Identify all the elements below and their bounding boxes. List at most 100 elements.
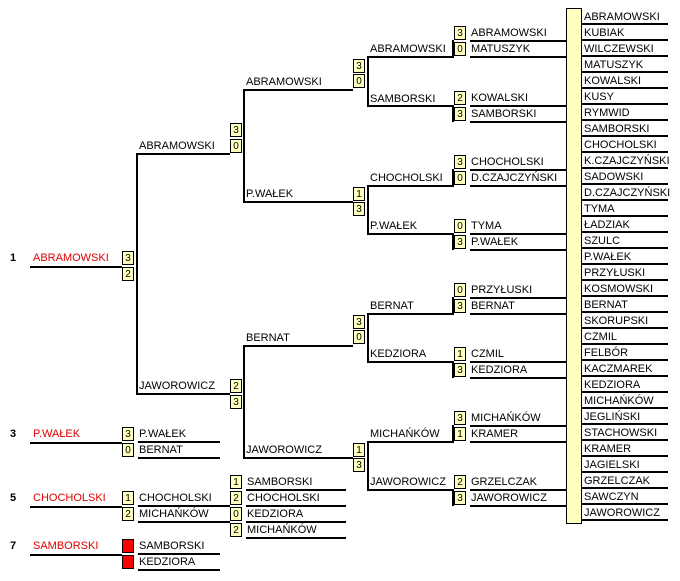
bracket-connector xyxy=(367,56,369,107)
player-name: P.WAŁEK xyxy=(139,428,187,440)
first-round-player: KUSY xyxy=(584,91,614,103)
score-box: 0 xyxy=(454,283,466,297)
bracket-line xyxy=(138,569,220,571)
place-number: 1 xyxy=(10,252,17,264)
bracket-line xyxy=(245,457,353,459)
first-round-player: JAWOROWICZ xyxy=(584,507,660,519)
bracket-line xyxy=(369,185,454,187)
bracket-line xyxy=(582,407,668,409)
score-box: 0 xyxy=(230,507,242,521)
bracket-line xyxy=(470,489,566,491)
first-round-player: JEGLIŃSKI xyxy=(584,411,641,423)
bracket-connector xyxy=(367,313,369,363)
first-round-player: CHOCHOLSKI xyxy=(584,139,657,151)
bracket-line xyxy=(582,439,668,441)
first-round-player: P.WAŁEK xyxy=(584,251,632,263)
bracket-line xyxy=(245,345,353,347)
score-box: 3 xyxy=(454,491,466,505)
bracket-line xyxy=(582,135,668,137)
player-name: KEDZIORA xyxy=(247,508,304,520)
third-place-name: P.WAŁEK xyxy=(33,428,81,440)
player-name: P.WAŁEK xyxy=(370,220,418,232)
player-name: MICHAŃKÓW xyxy=(471,412,541,424)
bracket-line xyxy=(582,375,668,377)
player-name: MATUSZYK xyxy=(471,43,531,55)
walkover-score-box xyxy=(122,555,134,569)
place-number: 5 xyxy=(10,492,17,504)
player-name: KEDZIORA xyxy=(139,556,196,568)
bracket-line xyxy=(138,553,220,555)
score-box: 1 xyxy=(353,187,365,201)
seventh-place-name: SAMBORSKI xyxy=(33,540,99,552)
bracket-connector xyxy=(452,105,454,122)
score-box: 2 xyxy=(230,523,242,537)
score-box: 3 xyxy=(122,251,134,265)
score-box: 3 xyxy=(353,458,365,472)
champion-name: ABRAMOWSKI xyxy=(33,252,109,264)
bracket-line xyxy=(470,377,566,379)
first-round-player: MICHAŃKÓW xyxy=(584,395,654,407)
bracket-line xyxy=(470,313,566,315)
bracket-line xyxy=(470,56,566,58)
first-round-player: SAWCZYN xyxy=(584,491,639,503)
bracket-line xyxy=(582,199,668,201)
bracket-connector xyxy=(367,441,369,491)
bracket-line xyxy=(582,103,668,105)
fifth-place-name: CHOCHOLSKI xyxy=(33,492,106,504)
player-name: ABRAMOWSKI xyxy=(370,43,446,55)
first-round-player: PRZYŁUSKI xyxy=(584,267,646,279)
bracket-line xyxy=(470,169,566,171)
player-name: MICHAŃKÓW xyxy=(247,524,317,536)
score-box: 2 xyxy=(230,379,242,393)
first-round-player: SADOWSKI xyxy=(584,171,644,183)
score-box: 3 xyxy=(454,26,466,40)
bracket-line xyxy=(246,489,346,491)
score-box: 3 xyxy=(454,411,466,425)
bracket-line xyxy=(582,327,668,329)
score-box: 3 xyxy=(122,427,134,441)
player-name: BERNAT xyxy=(139,444,183,456)
score-box: 3 xyxy=(353,315,365,329)
score-box: 2 xyxy=(454,91,466,105)
place-number: 3 xyxy=(10,428,17,440)
bracket-line xyxy=(582,167,668,169)
score-box: 3 xyxy=(454,299,466,313)
score-box: 3 xyxy=(454,235,466,249)
player-name: KEDZIORA xyxy=(370,348,427,360)
score-box: 0 xyxy=(454,171,466,185)
bracket-line xyxy=(582,263,668,265)
first-round-player: WILCZEWSKI xyxy=(584,43,654,55)
player-name: P.WAŁEK xyxy=(471,236,519,248)
first-round-player: KACZMAREK xyxy=(584,363,653,375)
player-name: PRZYŁUSKI xyxy=(471,284,533,296)
bracket-line xyxy=(582,295,668,297)
score-box: 0 xyxy=(353,330,365,344)
bracket-line xyxy=(138,457,220,459)
bracket-connector xyxy=(452,489,454,506)
bracket-line xyxy=(138,393,230,395)
bracket-connector xyxy=(243,345,245,459)
bracket-line xyxy=(582,183,668,185)
bracket-line xyxy=(138,153,230,155)
bracket-line xyxy=(582,39,668,41)
bracket-line xyxy=(582,487,668,489)
score-box: 2 xyxy=(230,491,242,505)
bracket-connector xyxy=(367,185,369,235)
player-name: SAMBORSKI xyxy=(471,108,537,120)
player-name: BERNAT xyxy=(370,300,414,312)
bracket-line xyxy=(582,455,668,457)
player-name: MICHAŃKÓW xyxy=(370,428,440,440)
player-name: CHOCHOLSKI xyxy=(139,492,212,504)
first-round-player: KOWALSKI xyxy=(584,75,642,87)
first-round-player: D.CZAJCZYŃSKI xyxy=(584,187,671,199)
bracket-line xyxy=(470,425,566,427)
score-box: 1 xyxy=(454,347,466,361)
first-round-player: KEDZIORA xyxy=(584,379,641,391)
bracket-line xyxy=(582,519,668,521)
bracket-line xyxy=(582,231,668,233)
bracket-line xyxy=(30,266,122,268)
bracket-line xyxy=(369,489,454,491)
player-name: CHOCHOLSKI xyxy=(471,156,544,168)
player-name: D.CZAJCZYŃSKI xyxy=(471,172,558,184)
bracket-connector xyxy=(452,361,454,378)
